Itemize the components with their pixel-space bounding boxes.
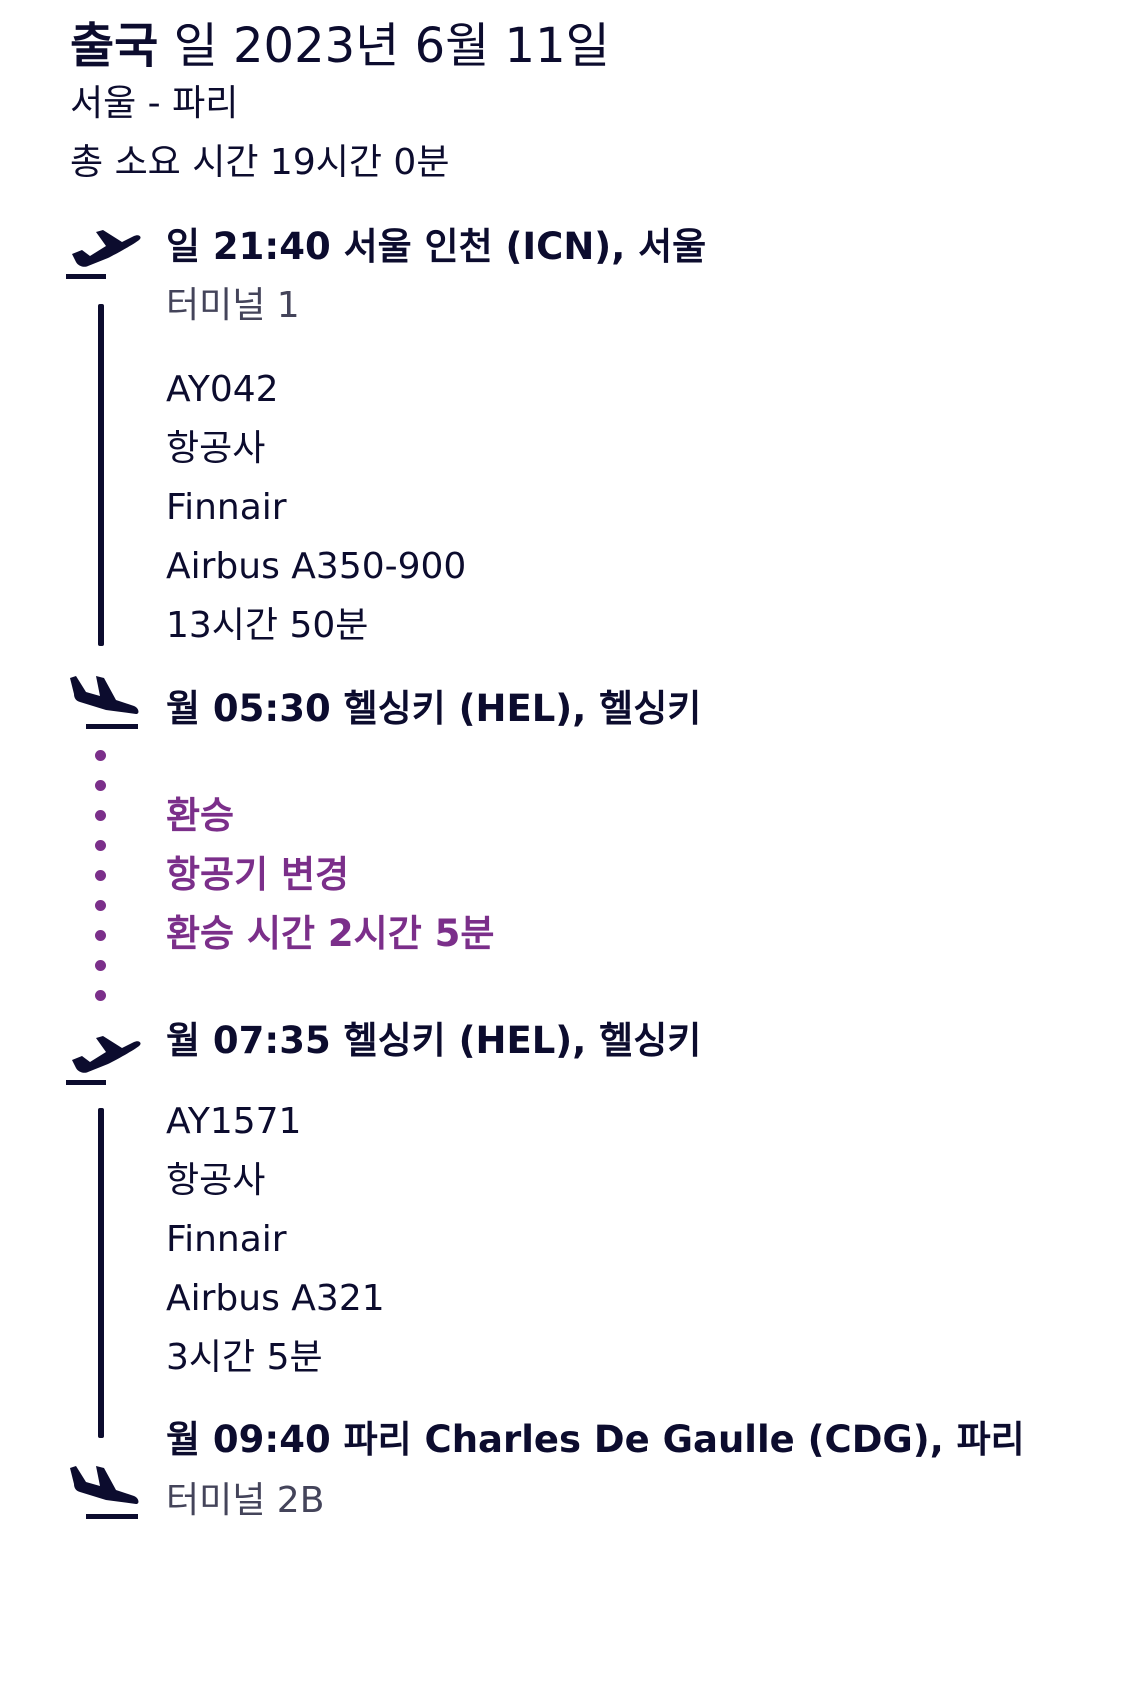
transfer-dot bbox=[95, 900, 106, 911]
title-direction: 출국 bbox=[70, 18, 159, 74]
segment1-arrival: 월 05:30 헬싱키 (HEL), 헬싱키 bbox=[166, 687, 702, 730]
segment1-departure-terminal: 터미널 1 bbox=[166, 285, 300, 326]
segment2-arrival-terminal: 터미널 2B bbox=[166, 1480, 325, 1521]
transfer-dot bbox=[95, 840, 106, 851]
transfer-dot bbox=[95, 930, 106, 941]
plane-takeoff-icon bbox=[66, 1036, 141, 1085]
segment2-airline: Finnair bbox=[166, 1219, 287, 1260]
total-duration: 총 소요 시간 19시간 0분 bbox=[70, 142, 450, 183]
transfer-dot bbox=[95, 960, 106, 971]
transfer-dot bbox=[95, 990, 106, 1001]
segment1-departure: 일 21:40 서울 인천 (ICN), 서울 bbox=[166, 225, 707, 268]
segment2-flight-number: AY1571 bbox=[166, 1101, 302, 1142]
route-text: 서울 - 파리 bbox=[70, 83, 239, 124]
segment2-duration: 3시간 5분 bbox=[166, 1337, 323, 1378]
segment1-airline: Finnair bbox=[166, 487, 287, 528]
transfer-time: 환승 시간 2시간 5분 bbox=[166, 912, 495, 955]
segment1-flight-number: AY042 bbox=[166, 369, 279, 410]
plane-takeoff-icon bbox=[66, 230, 141, 279]
segment1-airline-label: 항공사 bbox=[166, 428, 266, 469]
transfer-dot bbox=[95, 780, 106, 791]
transfer-dot bbox=[95, 870, 106, 881]
segment1-timeline bbox=[98, 304, 104, 646]
transfer-aircraft-change: 항공기 변경 bbox=[166, 853, 350, 896]
transfer-dot bbox=[95, 810, 106, 821]
segment1-aircraft: Airbus A350-900 bbox=[166, 546, 467, 587]
segment2-airline-label: 항공사 bbox=[166, 1160, 266, 1201]
segment2-aircraft: Airbus A321 bbox=[166, 1278, 385, 1319]
segment2-departure: 월 07:35 헬싱키 (HEL), 헬싱키 bbox=[166, 1019, 702, 1062]
page-title: 출국 일 2023년 6월 11일 bbox=[70, 22, 610, 70]
transfer-label: 환승 bbox=[166, 794, 235, 837]
plane-landing-icon bbox=[70, 676, 139, 729]
transfer-dot bbox=[95, 750, 106, 761]
title-date: 일 2023년 6월 11일 bbox=[173, 18, 610, 74]
segment2-timeline bbox=[98, 1108, 104, 1438]
segment1-duration: 13시간 50분 bbox=[166, 605, 369, 646]
plane-landing-icon bbox=[70, 1466, 139, 1519]
segment2-arrival: 월 09:40 파리 Charles De Gaulle (CDG), 파리 bbox=[166, 1418, 1025, 1461]
